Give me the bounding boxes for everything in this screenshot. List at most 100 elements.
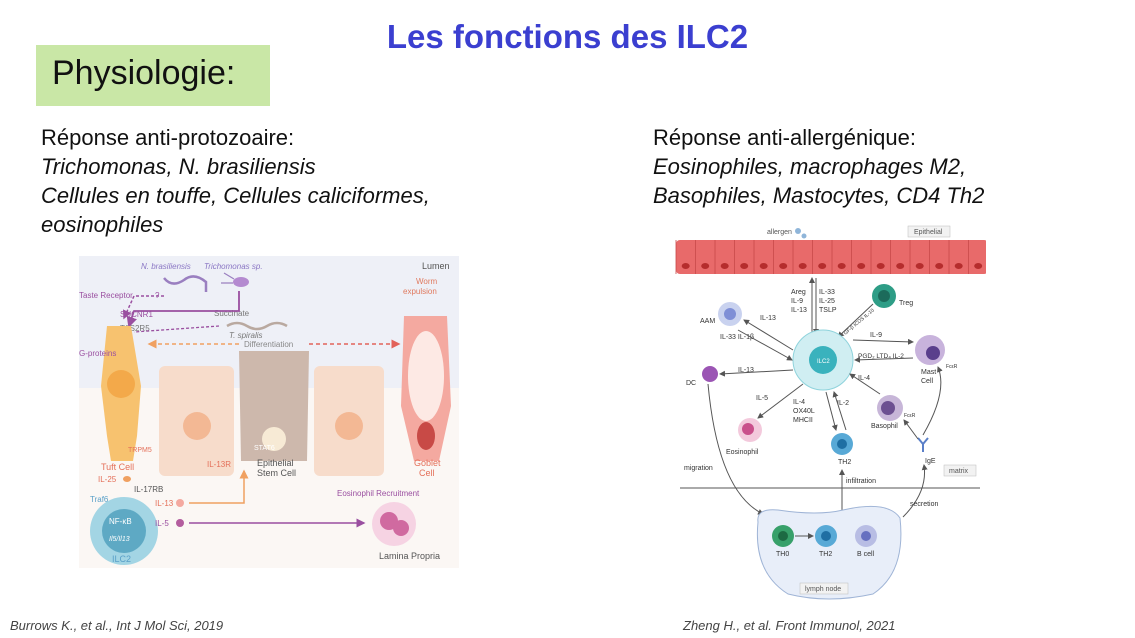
worm-expulsion-label-2: expulsion [403,287,437,296]
nfkb-label: NF-κB [109,517,132,526]
bcell-nucleus [861,531,871,541]
lumen-label: Lumen [422,261,450,271]
epithelial-cell-nucleus [935,263,944,269]
tas2r5-label: TAS2R5 [120,324,150,333]
ige-shape [917,437,929,452]
ilc2-to-dc-arrow [719,369,794,377]
allergen-dot-1 [795,228,801,234]
eosinophil-recruitment-label: Eosinophil Recruitment [337,489,420,498]
th2-to-ilc2-arrow [832,391,847,431]
treg-nucleus [878,290,890,302]
mast-cell-nucleus [926,346,940,360]
aam-nucleus [724,308,736,320]
pathogens-line: Trichomonas, N. brasiliensis [41,154,316,179]
anti-allergic-text: Réponse anti-allergénique: Eosinophiles,… [653,123,984,210]
epithelial-cell-nucleus [720,263,729,269]
il13-dc-label: IL-13 [738,367,754,374]
succinate-label: Succinate [214,309,250,318]
anti-protozoal-heading: Réponse anti-protozoaire: [41,125,295,150]
il5-label: IL-5 [155,519,169,528]
migration-label: migration [684,465,713,472]
epithelial-tag [907,225,951,238]
secretion-arrow [902,464,928,518]
fcer-mast-label: FcεR [946,364,958,370]
matrix-label: matrix [949,468,969,475]
taste-receptor-arrow [123,295,164,320]
aam-to-ilc2-arrow [737,329,793,361]
dc-label: DC [686,380,696,387]
th2-ln-nucleus [821,531,831,541]
epithelial-nucleus-2 [335,412,363,440]
ilc2-nucleus [102,509,146,553]
il9-mast-label: IL-9 [870,332,882,339]
anti-protozoal-diagram: N. brasiliensis Trichomonas sp. Lumen Wo… [79,256,459,568]
il4-basophil-label: IL-4 [858,375,870,382]
treg-arrow [837,303,874,338]
effector-cells-line-2: Basophiles, Mastocytes, CD4 Th2 [653,183,985,208]
areg-label: Areg [791,289,806,296]
sucnr1-label: SUCNR1 [120,310,153,319]
ox40l-label: OX40L [793,408,815,415]
eosinophil-lobe-2 [393,520,409,536]
epithelial-stem-cell [239,351,309,461]
epithelial-cell-nucleus [759,263,768,269]
epithelial-cell-nucleus [818,263,827,269]
lymph-node-tag [799,582,849,595]
eosinophils-line: eosinophiles [41,212,164,237]
anti-allergic-diagram: allergen Epithelial Areg IL-9 IL-13 IL-3… [675,225,986,600]
eosinophil-label: Eosinophil [726,449,759,456]
anti-protozoal-text: Réponse anti-protozoaire: Trichomonas, N… [41,123,430,239]
tuft-cell-label: Tuft Cell [101,462,134,472]
epithelial-cell-nucleus [779,263,788,269]
th2-ln-label: TH2 [819,551,832,558]
goblet-label-2: Cell [419,468,435,478]
ilc2-to-mast-arrow [852,338,914,345]
goblet-label-1: Goblet [414,458,441,468]
epithelial-cell-nucleus [837,263,846,269]
matrix-tag [943,464,977,477]
il13-arrow [189,469,249,504]
lamina-propria-label: Lamina Propria [379,551,440,561]
stem-cell-label-1: Epithelial [257,458,294,468]
il33-label: IL-33 [819,289,835,296]
il5-molecule [176,519,184,527]
th2-nucleus [837,439,847,449]
th2-label: TH2 [838,459,851,466]
il13r-label: IL-13R [207,460,231,469]
infiltration-label: infiltration [846,478,876,485]
basophil-label: Basophil [871,423,898,430]
tuft-cell-nucleus [107,370,135,398]
citation-right: Zheng H., et al. Front Immunol, 2021 [683,618,896,633]
allergen-label: allergen [767,229,792,236]
il17rb-label: IL-17RB [134,485,163,494]
epithelial-cell-nucleus [896,263,905,269]
ilc2-to-eosinophil-arrow [757,383,804,419]
dc-migration-arrow [707,383,764,515]
epithelial-nucleus-1 [183,412,211,440]
il9-label: IL-9 [791,298,803,305]
epithelial-cell-nucleus [876,263,885,269]
goblet-nucleus [417,422,435,450]
epithelial-cell-nucleus [974,263,983,269]
goblet-mucus [408,331,444,421]
basophil-to-ilc2-arrow [849,373,881,395]
eosinophil-nucleus-right [742,423,754,435]
ige-to-mast-arrow [922,366,943,436]
epithelial-cell-nucleus [740,263,749,269]
treg-label: Treg [899,300,913,307]
epithelial-cell-nucleus [701,263,710,269]
epithelial-cell-nucleus [915,263,924,269]
worm-expulsion-label-1: Worm [416,277,438,286]
epithelial-label: Epithelial [914,229,943,236]
il4-label: IL-4 [793,399,805,406]
traf6-label: Traf6 [90,495,109,504]
aam-label: AAM [700,318,715,325]
il5-right-label: IL-5 [756,395,768,402]
ige-label: IgE [925,458,936,465]
effector-cells-line-1: Eosinophiles, macrophages M2, [653,154,967,179]
trichomonas-label: Trichomonas sp. [204,262,263,271]
tas2r5-arrow [133,325,220,333]
succinate-arrow [126,291,240,328]
il13-molecule [176,499,184,507]
ilc2-label: ILC2 [112,554,131,564]
